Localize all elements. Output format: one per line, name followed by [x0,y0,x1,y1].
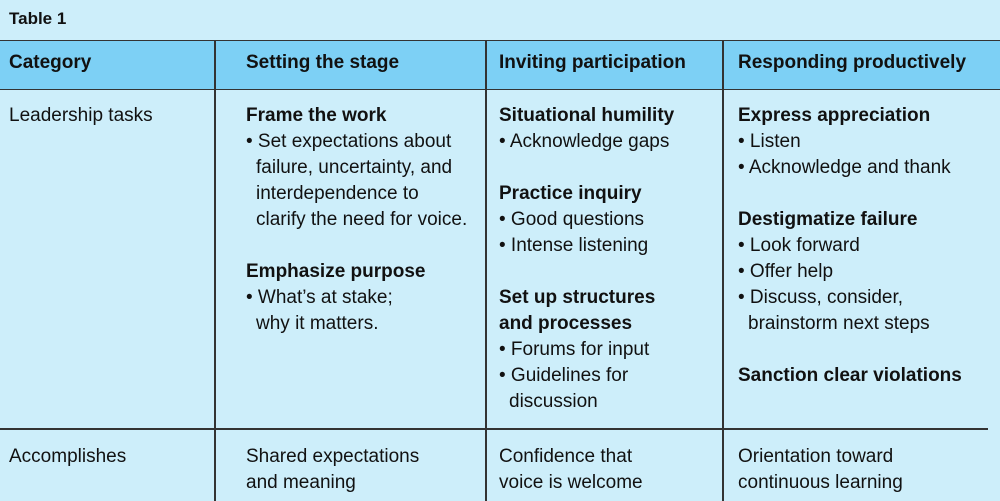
header-inviting-participation: Inviting participation [499,52,686,73]
header-category: Category [9,52,92,73]
task-group-title: Practice inquiry [499,183,642,204]
task-group-title: Frame the work [246,105,387,126]
task-group: Practice inquiry • Good questions • Intens… [499,181,674,259]
bullet-item: • Discuss, consider, [738,287,904,308]
bullet-item: interdependence to [256,183,419,204]
bullet-item: clarify the need for voice. [256,209,468,230]
task-group: Express appreciation • Listen • Acknowledg… [738,103,962,181]
bullet-item: • Intense listening [499,235,649,256]
task-group-title: Destigmatize failure [738,209,918,230]
bullet-item: • Good questions [499,209,645,230]
cell-responding-productively-accomplishes: Orientation toward continuous learning [738,446,903,493]
task-group-title: Express appreciation [738,105,931,126]
task-group: Situational humility • Acknowledge gaps [499,103,674,155]
task-group-title: and processes [499,313,633,334]
cell-setting-the-stage-tasks: Frame the work • Set expectations about fa… [246,103,467,337]
bullet-item: • Set expectations about [246,131,452,152]
header-responding-productively: Responding productively [738,52,967,73]
cell-responding-productively-tasks: Express appreciation • Listen • Acknowledg… [738,103,962,389]
bullet-item: • Listen [738,131,801,152]
cell-setting-the-stage-accomplishes: Shared expectations and meaning [246,446,420,493]
task-group: Destigmatize failure • Look forward • Offe… [738,207,962,337]
cell-inviting-participation-accomplishes: Confidence that voice is welcome [499,446,643,493]
task-group: Set up structures and processes • Forums f… [499,285,674,415]
bullet-item: • Acknowledge and thank [738,157,951,178]
bullet-item: • Forums for input [499,339,650,360]
task-group-title: Set up structures [499,287,656,308]
row-divider [0,428,988,430]
bullet-item: • Acknowledge gaps [499,131,670,152]
bullet-item: failure, uncertainty, and [256,157,453,178]
task-group: Sanction clear violations [738,363,962,389]
task-group: Frame the work • Set expectations about fa… [246,103,467,233]
task-group: Emphasize purpose • What’s at stake; why i… [246,259,467,337]
row-label-accomplishes: Accomplishes [9,446,127,467]
task-group-title: Emphasize purpose [246,261,426,282]
bullet-item: discussion [509,391,598,412]
task-group-title: Sanction clear violations [738,365,962,386]
bullet-item: • Guidelines for [499,365,629,386]
task-group-title: Situational humility [499,105,675,126]
bullet-item: why it matters. [256,313,379,334]
row-label-leadership-tasks: Leadership tasks [9,105,153,126]
column-divider [485,40,487,501]
bullet-item: brainstorm next steps [748,313,930,334]
table-header-row [0,40,1000,90]
bullet-item: • Offer help [738,261,834,282]
header-setting-the-stage: Setting the stage [246,52,400,73]
column-divider [722,40,724,501]
bullet-item: • What’s at stake; [246,287,393,308]
column-divider [214,40,216,501]
bullet-item: • Look forward [738,235,860,256]
table-caption: Table 1 [9,9,67,28]
